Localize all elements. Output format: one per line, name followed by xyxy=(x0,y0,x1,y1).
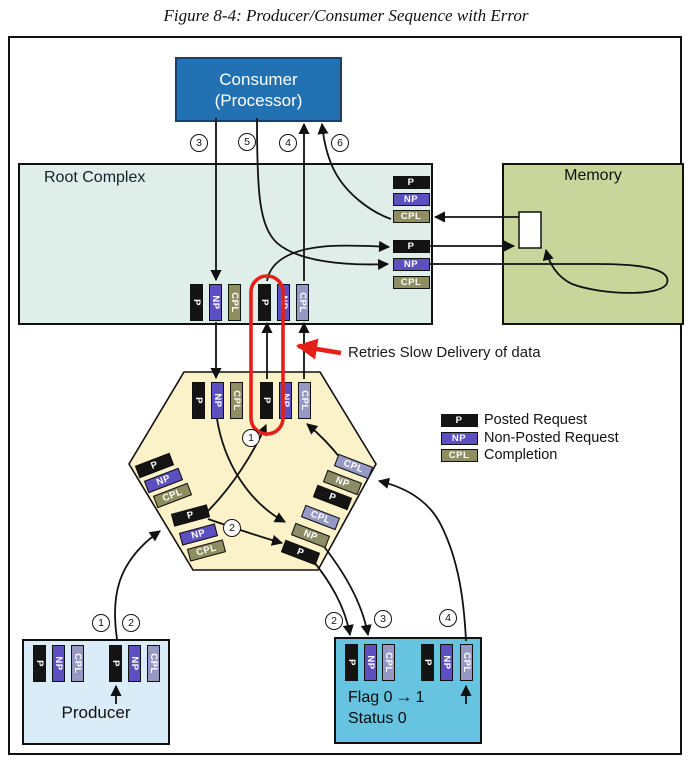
legend-completion-label: Completion xyxy=(484,447,558,463)
step-number-2: 2 xyxy=(122,614,140,632)
badge-posted: P xyxy=(440,413,478,427)
flag-new-value: 1 xyxy=(415,689,425,706)
badge-non_posted: NP xyxy=(363,643,377,681)
badge-non_posted: NP xyxy=(392,258,430,271)
badge-completion: CPL xyxy=(147,644,160,682)
badge-completion: CPL xyxy=(228,283,241,321)
legend-posted-label: Posted Request xyxy=(484,412,588,428)
step-number-1: 1 xyxy=(242,429,260,447)
step-number-2: 2 xyxy=(223,519,241,537)
badge-completion: CPL xyxy=(392,210,430,223)
step-number-3: 3 xyxy=(374,610,392,628)
badge-non_posted: NP xyxy=(211,381,224,419)
badge-completion: CPL xyxy=(459,643,473,681)
badge-non_posted: NP xyxy=(392,193,430,206)
memory-label: Memory xyxy=(564,167,622,184)
badge-non_posted: NP xyxy=(279,381,292,419)
step-number-2: 2 xyxy=(325,612,343,630)
flag-transition-arrow-icon: → xyxy=(395,687,413,706)
badge-completion: CPL xyxy=(230,381,243,419)
badge-non_posted: NP xyxy=(277,283,290,321)
badge-non_posted: NP xyxy=(209,283,222,321)
step-number-4: 4 xyxy=(279,134,297,152)
badge-non_posted: NP xyxy=(128,644,141,682)
root-complex-box xyxy=(18,163,433,325)
badge-completion: CPL xyxy=(392,276,430,289)
badge-completion: CPL xyxy=(298,381,311,419)
memory-box xyxy=(502,163,684,325)
badge-posted: P xyxy=(192,381,205,419)
retry-annotation-text: Retries Slow Delivery of data xyxy=(348,344,541,361)
badge-posted: P xyxy=(344,643,358,681)
badge-completion: CPL xyxy=(296,283,309,321)
flag-status-box xyxy=(334,637,482,744)
badge-posted: P xyxy=(258,283,271,321)
badge-completion: CPL xyxy=(440,448,478,462)
consumer-label-line2: (Processor) xyxy=(214,90,303,110)
producer-box xyxy=(22,639,170,745)
step-number-6: 6 xyxy=(331,134,349,152)
badge-posted: P xyxy=(421,643,434,681)
badge-completion: CPL xyxy=(382,643,395,681)
figure-title: Figure 8-4: Producer/Consumer Sequence w… xyxy=(163,6,529,25)
badge-posted: P xyxy=(392,176,430,189)
badge-non_posted: NP xyxy=(440,643,453,681)
badge-posted: P xyxy=(33,644,46,682)
step-number-1: 1 xyxy=(92,614,110,632)
badge-completion: CPL xyxy=(71,644,84,682)
root-complex-label: Root Complex xyxy=(44,169,146,186)
diagram-frame xyxy=(8,36,682,755)
badge-posted: P xyxy=(392,240,430,253)
badge-posted: P xyxy=(260,381,273,419)
producer-label: Producer xyxy=(61,703,131,722)
step-number-3: 3 xyxy=(190,134,208,152)
step-number-4: 4 xyxy=(439,609,457,627)
consumer-label-line1: Consumer xyxy=(219,69,298,89)
flag-value-text: Flag 0→1 xyxy=(348,687,424,707)
step-number-5: 5 xyxy=(238,133,256,151)
legend-non-posted-label: Non-Posted Request xyxy=(484,430,619,446)
badge-non_posted: NP xyxy=(440,431,478,445)
badge-posted: P xyxy=(190,283,203,321)
badge-non_posted: NP xyxy=(52,644,65,682)
flag-label: Flag 0 xyxy=(348,689,393,706)
status-value-text: Status 0 xyxy=(348,710,407,727)
badge-posted: P xyxy=(109,644,122,682)
consumer-box: Consumer (Processor) xyxy=(175,57,342,122)
